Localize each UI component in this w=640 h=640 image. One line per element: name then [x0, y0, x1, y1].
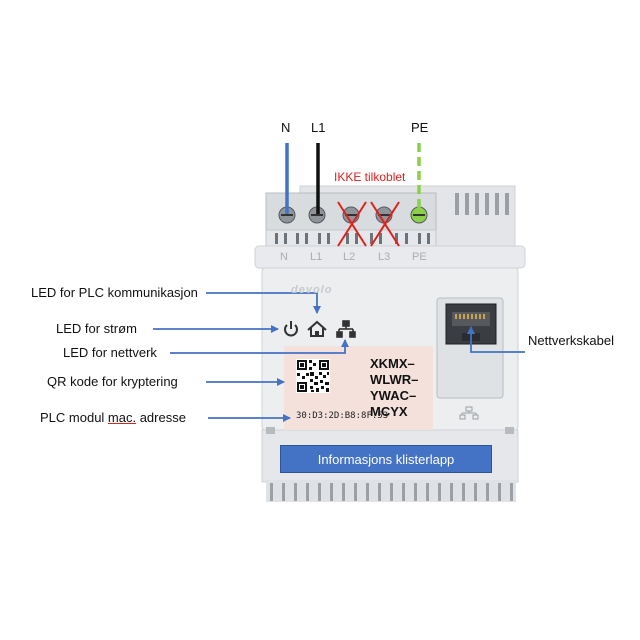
label-mac-underlined: mac. [107, 410, 137, 425]
label-led-network: LED for nettverk [63, 345, 157, 360]
home-icon [307, 320, 327, 337]
label-mac-prefix: PLC modul [40, 410, 108, 425]
network-icon [336, 320, 356, 338]
terminal-label-l1: L1 [310, 251, 323, 263]
qr-code [296, 359, 330, 393]
sticker-code-line-4: MCYX [370, 404, 408, 419]
port-network-icon [459, 406, 479, 420]
bottom-vent-slots [270, 483, 513, 501]
terminal-label-l3: L3 [378, 251, 391, 263]
sticker-code-line-1: XKMX– [370, 356, 415, 371]
power-icon [284, 321, 298, 337]
terminal-label-l2: L2 [343, 251, 356, 263]
label-network-cable: Nettverkskabel [528, 333, 614, 348]
wire-label-pe: PE [411, 120, 429, 135]
terminal-slots [275, 233, 430, 244]
label-mac-suffix: adresse [136, 410, 186, 425]
info-sticker-banner: Informasjons klisterlapp [280, 445, 492, 473]
annotation-arrows [153, 292, 525, 422]
label-mac-address: PLC modul mac. adresse [40, 410, 186, 426]
sticker-code-line-3: YWAC– [370, 388, 417, 403]
not-connected-label: IKKE tilkoblet [334, 170, 406, 184]
terminal-label-n: N [280, 251, 288, 263]
not-connected-crosses [337, 201, 400, 247]
label-qr-code: QR kode for kryptering [47, 374, 178, 389]
sticker-code-line-2: WLWR– [370, 372, 419, 387]
label-led-plc: LED for PLC kommunikasjon [31, 285, 198, 300]
brand-logo: devolo [291, 284, 333, 296]
label-led-power: LED for strøm [56, 321, 137, 336]
sticker-mac-address: 30:D3:2D:B8:8F:53 [296, 411, 389, 421]
terminal-label-pe: PE [412, 251, 427, 263]
wire-label-n: N [281, 120, 291, 135]
wire-label-l1: L1 [311, 120, 326, 135]
top-vent-slots [455, 193, 509, 215]
